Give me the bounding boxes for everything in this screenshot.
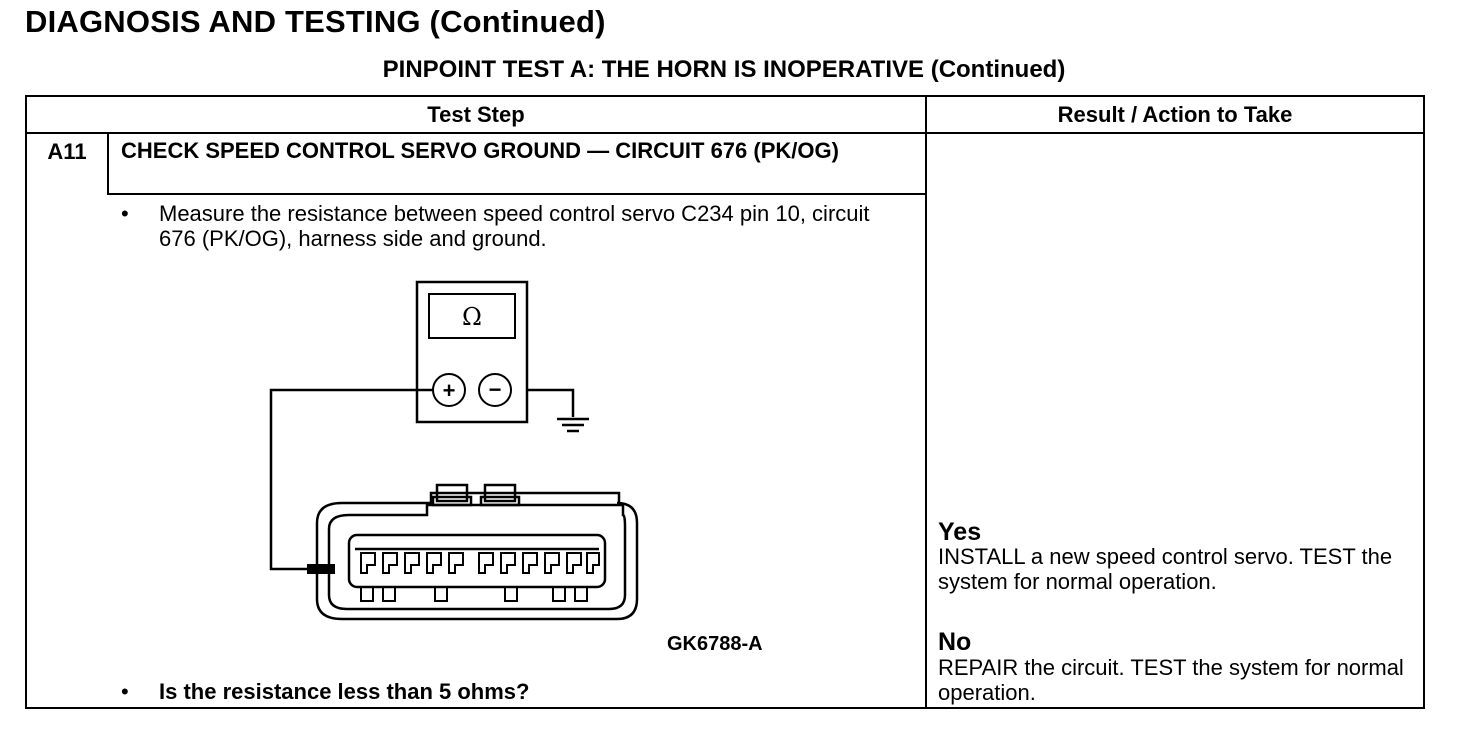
header-test-step: Test Step bbox=[427, 102, 525, 127]
bullet-glyph-question: • bbox=[121, 679, 129, 704]
step-instruction: Measure the resistance between speed con… bbox=[159, 201, 870, 251]
result-yes-label: Yes bbox=[938, 518, 982, 546]
figure-code: GK6788-A bbox=[667, 633, 763, 655]
probe-tip bbox=[307, 564, 335, 574]
ground-lead bbox=[527, 388, 575, 417]
bullet-glyph: • bbox=[121, 201, 129, 226]
pinpoint-test-title: PINPOINT TEST A: THE HORN IS INOPERATIVE… bbox=[382, 56, 1066, 83]
result-no-label: No bbox=[938, 628, 972, 656]
lower-tabs bbox=[360, 586, 588, 602]
negative-terminal bbox=[478, 373, 512, 407]
step-title: CHECK SPEED CONTROL SERVO GROUND — CIRCU… bbox=[121, 138, 839, 163]
plus-symbol: + bbox=[443, 378, 456, 403]
terminal-cavities bbox=[360, 552, 600, 574]
ohmmeter-body bbox=[415, 280, 529, 424]
ohmmeter-connector-diagram: Ω + − bbox=[269, 280, 639, 621]
minus-symbol: − bbox=[489, 377, 502, 402]
header-result-action: Result / Action to Take bbox=[1057, 102, 1293, 127]
connector-c234 bbox=[315, 483, 639, 621]
result-no-action: REPAIR the circuit. TEST the system for … bbox=[938, 655, 1404, 705]
result-yes-action: INSTALL a new speed control servo. TEST … bbox=[938, 544, 1393, 594]
section-title: DIAGNOSIS AND TESTING (Continued) bbox=[25, 4, 606, 39]
step-question: Is the resistance less than 5 ohms? bbox=[159, 679, 530, 704]
ohm-symbol: Ω bbox=[462, 303, 482, 331]
step-id: A11 bbox=[47, 139, 87, 164]
ground-symbol-icon bbox=[557, 417, 589, 433]
ohmmeter-display bbox=[428, 293, 516, 339]
test-table: Test Step Result / Action to Take A11 CH… bbox=[25, 95, 1425, 709]
positive-lead bbox=[269, 388, 433, 571]
